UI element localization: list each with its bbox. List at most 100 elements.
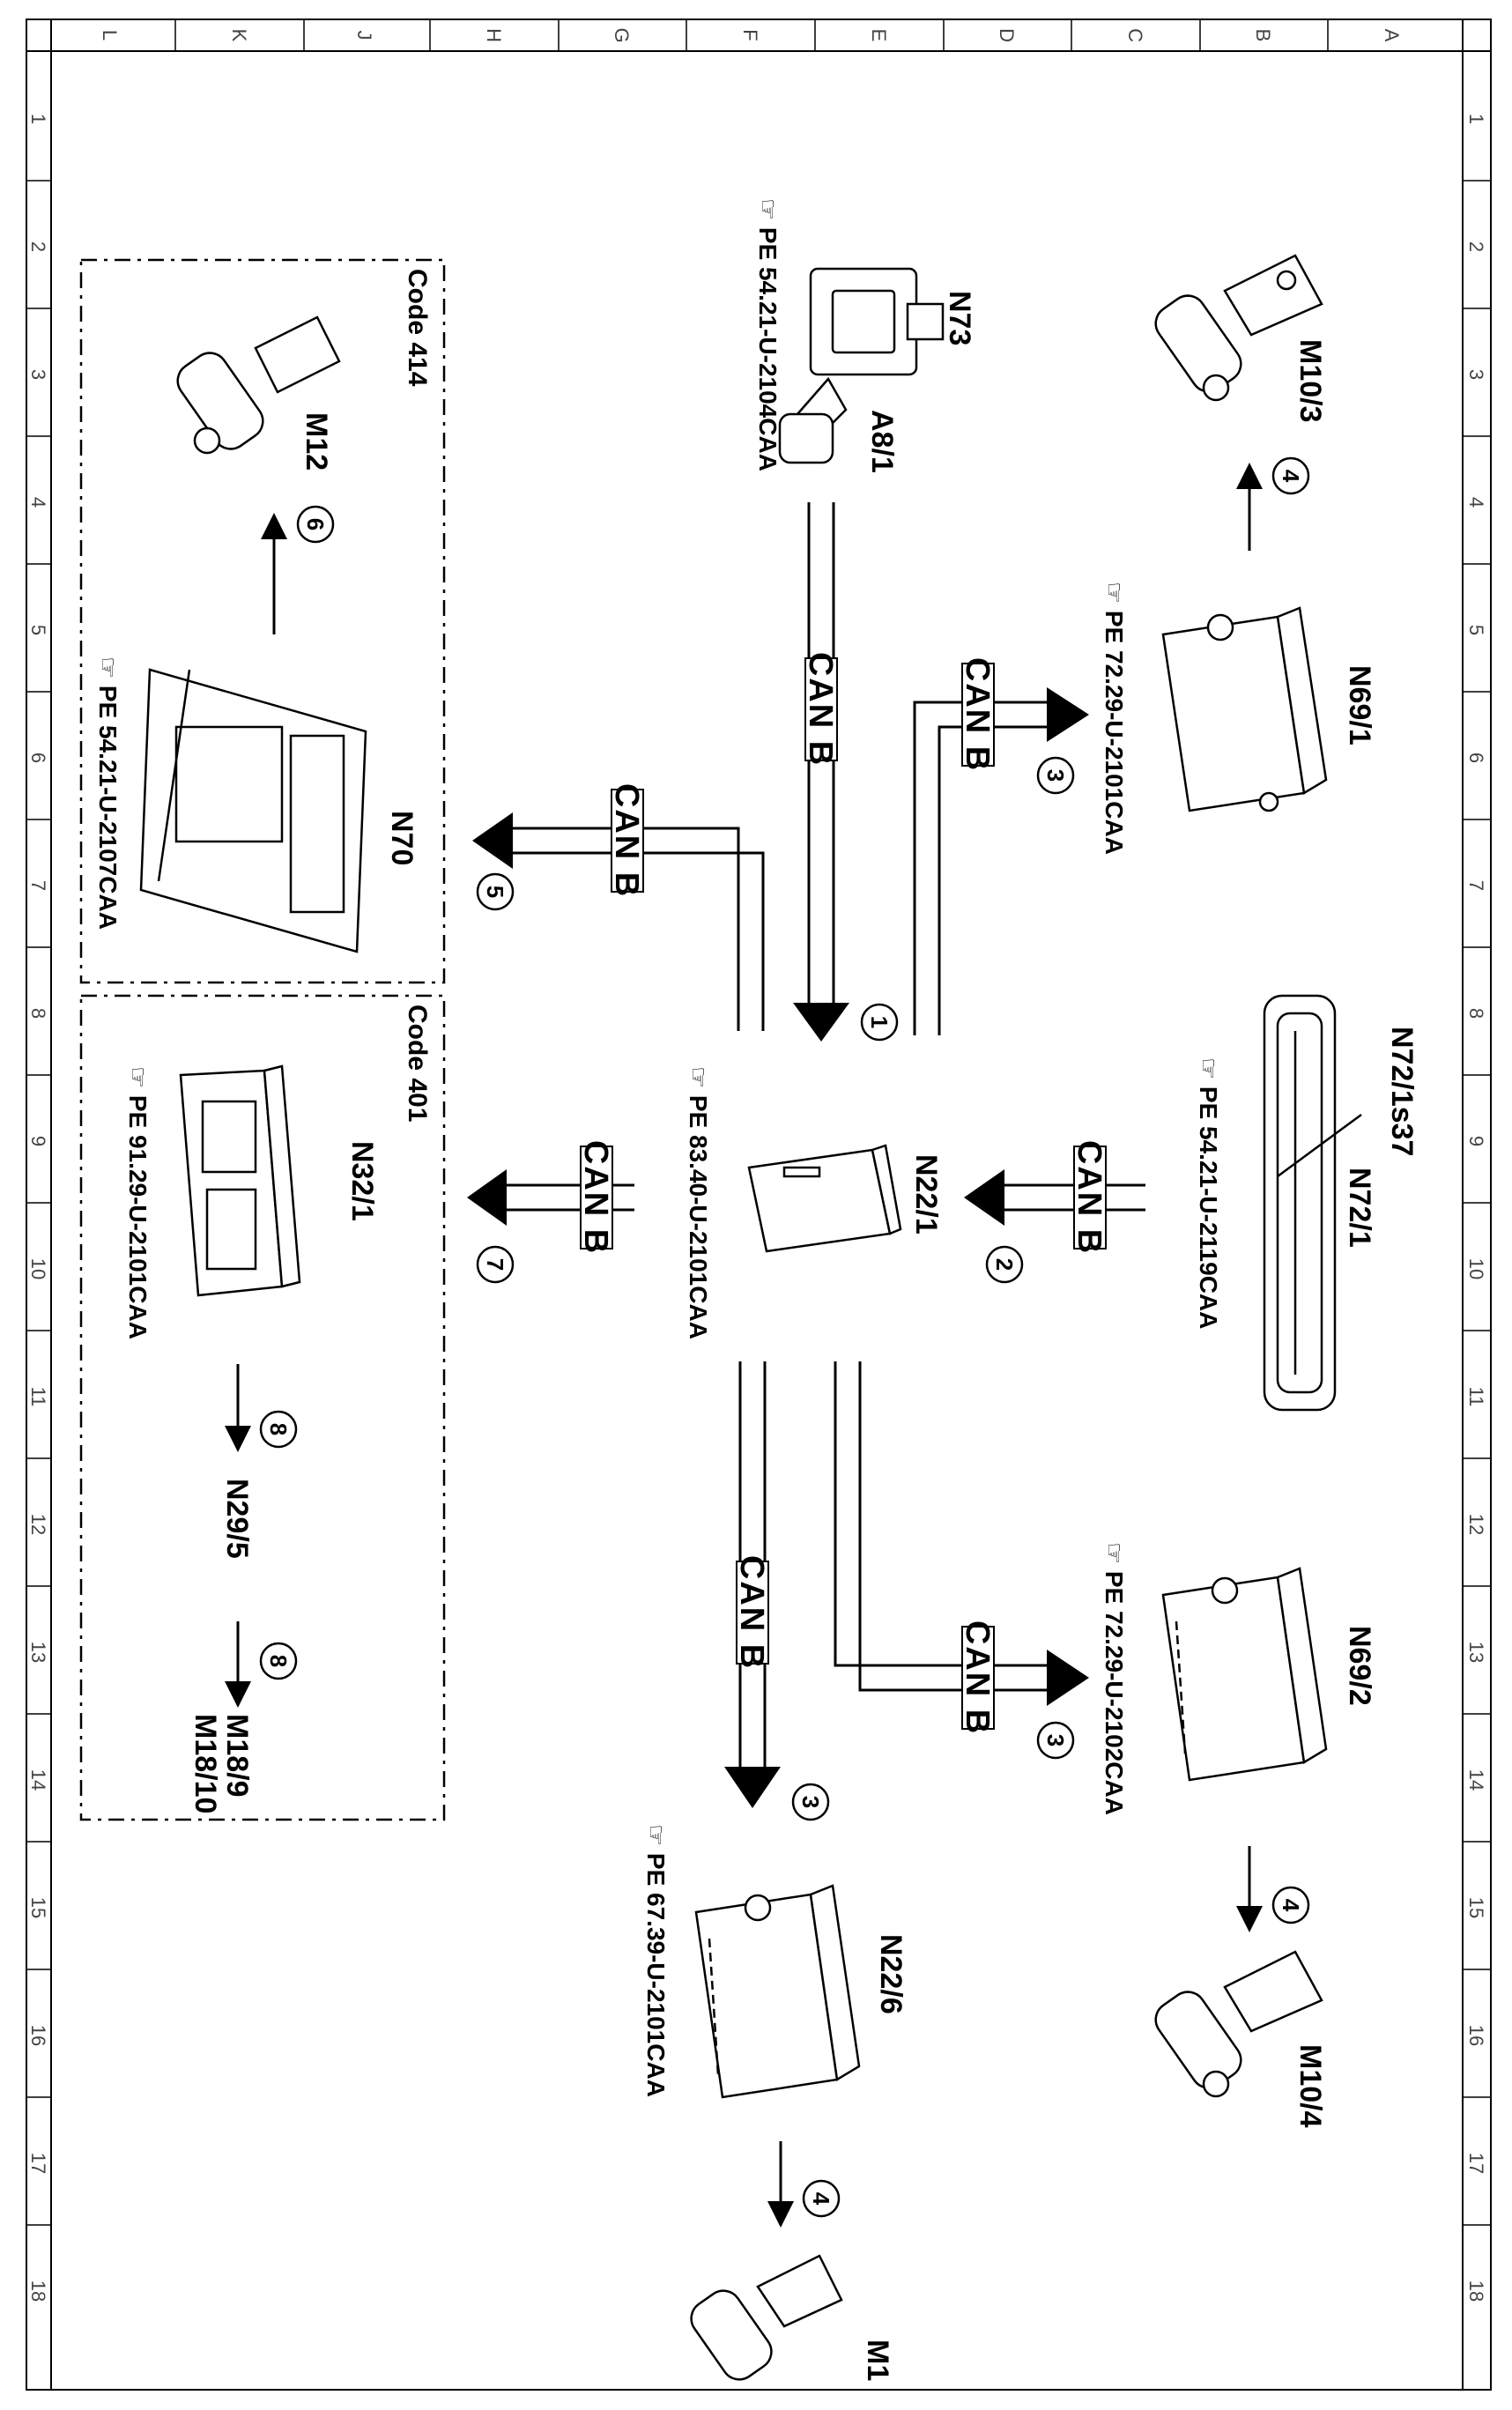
row-label: 12	[1465, 1514, 1487, 1535]
step-number: 5	[482, 886, 508, 898]
motor-m12-drawing	[176, 315, 341, 455]
row-label: 12	[27, 1514, 49, 1535]
step-number: 3	[797, 1796, 824, 1808]
step-number: 3	[1042, 769, 1069, 782]
climate-control-n22-1-drawing	[747, 1144, 902, 1253]
label-m18-9: M18/9	[220, 1714, 254, 1798]
label-n32-1: N32/1	[345, 1141, 379, 1221]
row-label: 4	[1465, 497, 1487, 508]
ref-n22-1: ☞ PE 83.40-U-2101CAA	[685, 1066, 712, 1339]
can-b-labels: CAN B CAN B CAN B CAN B CAN B CAN B CAN …	[577, 652, 1108, 1735]
pointing-hand-icon: ☞	[685, 1066, 712, 1095]
row-label: 9	[1465, 1136, 1487, 1146]
can-b-label: CAN B	[959, 657, 996, 772]
step-number: 4	[1278, 470, 1304, 483]
label-bottom-motor: M1	[861, 2340, 894, 2381]
row-labels-left: 1 2 3 4 5 6 7 8 9 10 11 12 13 14 15 16 1…	[27, 114, 49, 2302]
switch-panel-n72-1-drawing	[1263, 994, 1337, 1412]
label-n72-1s37: N72/1s37	[1385, 1027, 1419, 1156]
step-number: 7	[482, 1258, 508, 1271]
row-label: 18	[27, 2280, 49, 2302]
row-label: 14	[1465, 1769, 1487, 1791]
pointing-hand-icon: ☞	[94, 656, 122, 686]
ref-n70: ☞ PE 54.21-U-2107CAA	[94, 656, 122, 930]
label-m10-4: M10/4	[1293, 2044, 1327, 2128]
row-ticks	[26, 180, 1491, 2226]
step-number: 4	[808, 2192, 834, 2206]
label-n69-2: N69/2	[1343, 1626, 1376, 1706]
row-label: 10	[1465, 1258, 1487, 1279]
code-414-label: Code 414	[403, 269, 432, 387]
row-label: 15	[1465, 1897, 1487, 1918]
row-label: 17	[1465, 2153, 1487, 2174]
pointing-hand-icon: ☞	[1101, 1542, 1128, 1571]
step-number: 8	[265, 1423, 292, 1435]
row-label: 10	[27, 1258, 49, 1279]
ref-n73: ☞ PE 54.21-U-2104CAA	[754, 198, 782, 471]
col-label: L	[99, 30, 121, 41]
col-label: K	[228, 29, 250, 42]
ref-n22-6: ☞ PE 67.39-U-2101CAA	[642, 1824, 670, 2097]
step-number: 1	[866, 1016, 893, 1028]
pointing-hand-icon: ☞	[1101, 582, 1128, 611]
door-control-unit-n69-1-drawing	[1161, 606, 1328, 812]
can-b-label: CAN B	[802, 652, 839, 767]
can-b-label: CAN B	[608, 783, 645, 898]
overhead-panel-n70-drawing	[139, 668, 367, 953]
ref-n69-1: ☞ PE 72.29-U-2101CAA	[1101, 582, 1128, 855]
label-a8-1: A8/1	[865, 410, 899, 473]
pointing-hand-icon: ☞	[124, 1066, 152, 1095]
pointing-hand-icon: ☞	[642, 1824, 670, 1853]
control-unit-n22-6-drawing	[694, 1884, 861, 2099]
step-number: 8	[265, 1655, 292, 1667]
label-m12: M12	[300, 412, 333, 471]
row-label: 7	[1465, 880, 1487, 891]
label-n22-1: N22/1	[909, 1154, 943, 1235]
row-label: 18	[1465, 2280, 1487, 2302]
motor-m10-4-drawing	[1154, 1950, 1323, 2098]
can-bus-arrowheads	[467, 687, 1089, 1808]
step-number: 2	[991, 1258, 1018, 1271]
row-labels-right: 1 2 3 4 5 6 7 8 9 10 11 12 13 14 15 16 1…	[1465, 114, 1487, 2302]
row-label: 4	[27, 497, 49, 508]
drawing-frame	[26, 19, 1492, 2391]
pointing-hand-icon: ☞	[1195, 1057, 1222, 1086]
step-markers: 1 2 3 3 3 4 4 4 5 6 7 8 8	[259, 456, 1310, 2218]
col-label: E	[868, 29, 890, 42]
row-label: 3	[27, 369, 49, 380]
col-label: H	[483, 28, 505, 42]
label-n72-1: N72/1	[1343, 1168, 1376, 1248]
ref-n32-1: ☞ PE 91.29-U-2101CAA	[124, 1066, 152, 1339]
step-number: 4	[1278, 1899, 1304, 1912]
row-label: 17	[27, 2153, 49, 2174]
label-n73: N73	[943, 291, 976, 345]
row-label: 2	[27, 241, 49, 252]
row-label: 16	[1465, 2025, 1487, 2046]
ignition-switch-drawing	[778, 267, 945, 464]
component-labels: N73 A8/1 ☞ PE 54.21-U-2104CAA M10/3 N69/…	[94, 198, 1419, 2381]
code-401-zone	[79, 994, 446, 1821]
row-label: 5	[1465, 625, 1487, 635]
pointing-hand-icon: ☞	[754, 198, 782, 227]
row-label: 6	[27, 753, 49, 763]
label-m18-10: M18/10	[189, 1714, 222, 1813]
row-label: 11	[1465, 1387, 1487, 1407]
row-label: 6	[1465, 753, 1487, 763]
motor-bottom-drawing	[690, 2254, 843, 2381]
col-label: C	[1124, 28, 1146, 42]
label-n69-1: N69/1	[1343, 665, 1376, 745]
row-label: 2	[1465, 241, 1487, 252]
row-label: 8	[1465, 1008, 1487, 1019]
column-labels: L K J H G F E D C B A	[99, 27, 1403, 42]
col-label: G	[611, 27, 633, 42]
label-n70: N70	[385, 811, 419, 865]
code-401-label: Code 401	[403, 1005, 432, 1122]
row-label: 16	[27, 2025, 49, 2046]
row-label: 9	[27, 1136, 49, 1146]
col-label: B	[1252, 29, 1274, 42]
row-label: 13	[1465, 1642, 1487, 1663]
row-label: 15	[27, 1897, 49, 1918]
row-label: 13	[27, 1642, 49, 1663]
